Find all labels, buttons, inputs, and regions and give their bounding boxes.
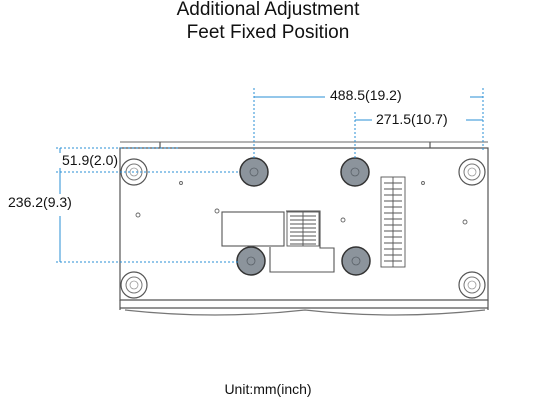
dimension-label-width-inner: 271.5(10.7) bbox=[376, 111, 448, 127]
dimension-label-width-outer: 488.5(19.2) bbox=[330, 87, 402, 103]
unit-label: Unit:mm(inch) bbox=[224, 381, 312, 397]
diagram-title-line-1: Additional Adjustment bbox=[176, 0, 360, 20]
screw-holes bbox=[135, 181, 468, 225]
dimension-label-height-top: 51.9(2.0) bbox=[62, 152, 119, 168]
center-plate bbox=[221, 210, 335, 273]
adjustment-foot-top-left bbox=[239, 157, 269, 187]
adjustment-foot-bottom-left bbox=[236, 246, 266, 276]
device-outline bbox=[119, 141, 489, 316]
adjustment-foot-bottom-right bbox=[341, 246, 371, 276]
vent-grille-right bbox=[380, 176, 406, 268]
vent-grille-middle bbox=[286, 211, 320, 247]
dimension-label-height-span: 236.2(9.3) bbox=[8, 194, 72, 210]
adjustment-foot-top-right bbox=[340, 157, 370, 187]
corner-foot-top-right bbox=[458, 158, 486, 186]
diagram-title-line-2: Feet Fixed Position bbox=[186, 22, 350, 43]
corner-foot-bottom-left bbox=[120, 271, 148, 299]
corner-foot-bottom-right bbox=[458, 271, 486, 299]
dimension-lines bbox=[56, 88, 484, 263]
